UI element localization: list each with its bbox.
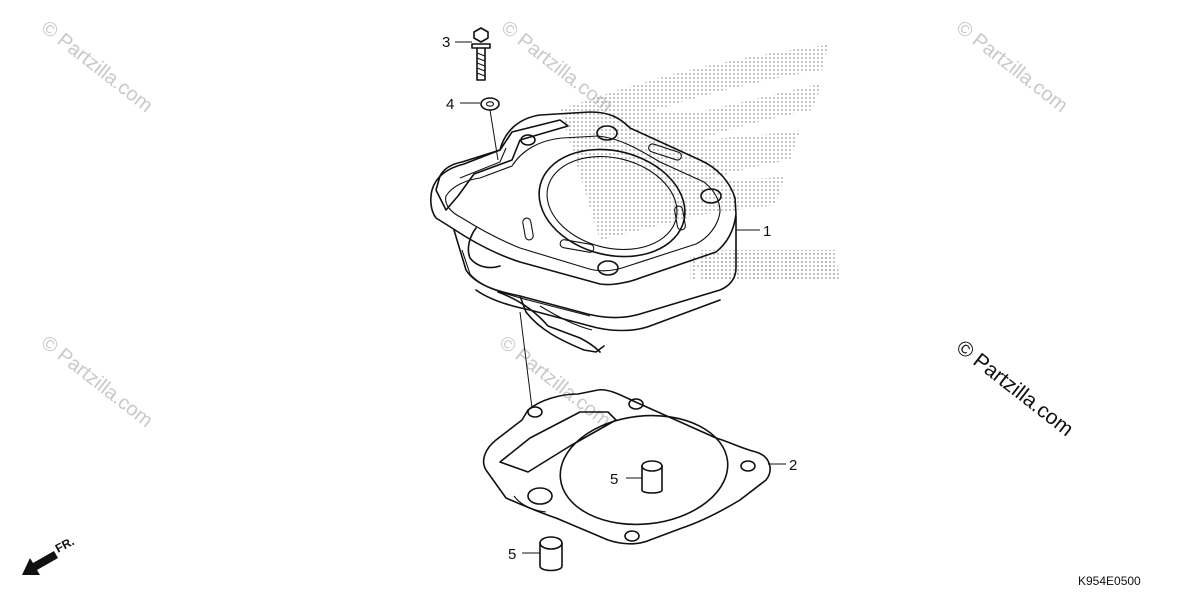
dowel-pin-lower	[539, 536, 563, 572]
leader-lines	[455, 41, 786, 554]
watermark-text: © Partzilla.com	[495, 332, 615, 432]
front-direction-indicator: FR.	[22, 534, 76, 575]
flange-bolt	[471, 27, 491, 81]
watermark-prominent: © Partzilla.com	[952, 336, 1078, 441]
callouts: 3 4 1 2 5 5	[442, 34, 797, 563]
callout-4: 4	[446, 96, 454, 113]
watermarks: © Partzilla.com © Partzilla.com © Partzi…	[37, 17, 1072, 432]
cylinder-base-gasket	[482, 388, 771, 545]
callout-3: 3	[442, 34, 450, 51]
watermark-text: © Partzilla.com	[952, 17, 1072, 117]
callout-2: 2	[789, 457, 797, 474]
washer	[480, 97, 500, 111]
brand-logo-text: HONDA	[688, 249, 843, 287]
front-label: FR.	[53, 534, 77, 555]
callout-5-lower: 5	[508, 546, 516, 563]
cylinder	[430, 111, 737, 353]
watermark-text: © Partzilla.com	[37, 332, 157, 432]
diagram-code: K954E0500	[1078, 574, 1141, 588]
callout-5-upper: 5	[610, 471, 618, 488]
callout-1: 1	[763, 223, 771, 240]
brand-logo: HONDA	[560, 45, 843, 287]
wing-logo-shape	[560, 45, 828, 240]
front-arrow-icon	[22, 551, 58, 575]
dowel-pin-upper	[641, 460, 663, 494]
watermark-text: © Partzilla.com	[37, 17, 157, 117]
